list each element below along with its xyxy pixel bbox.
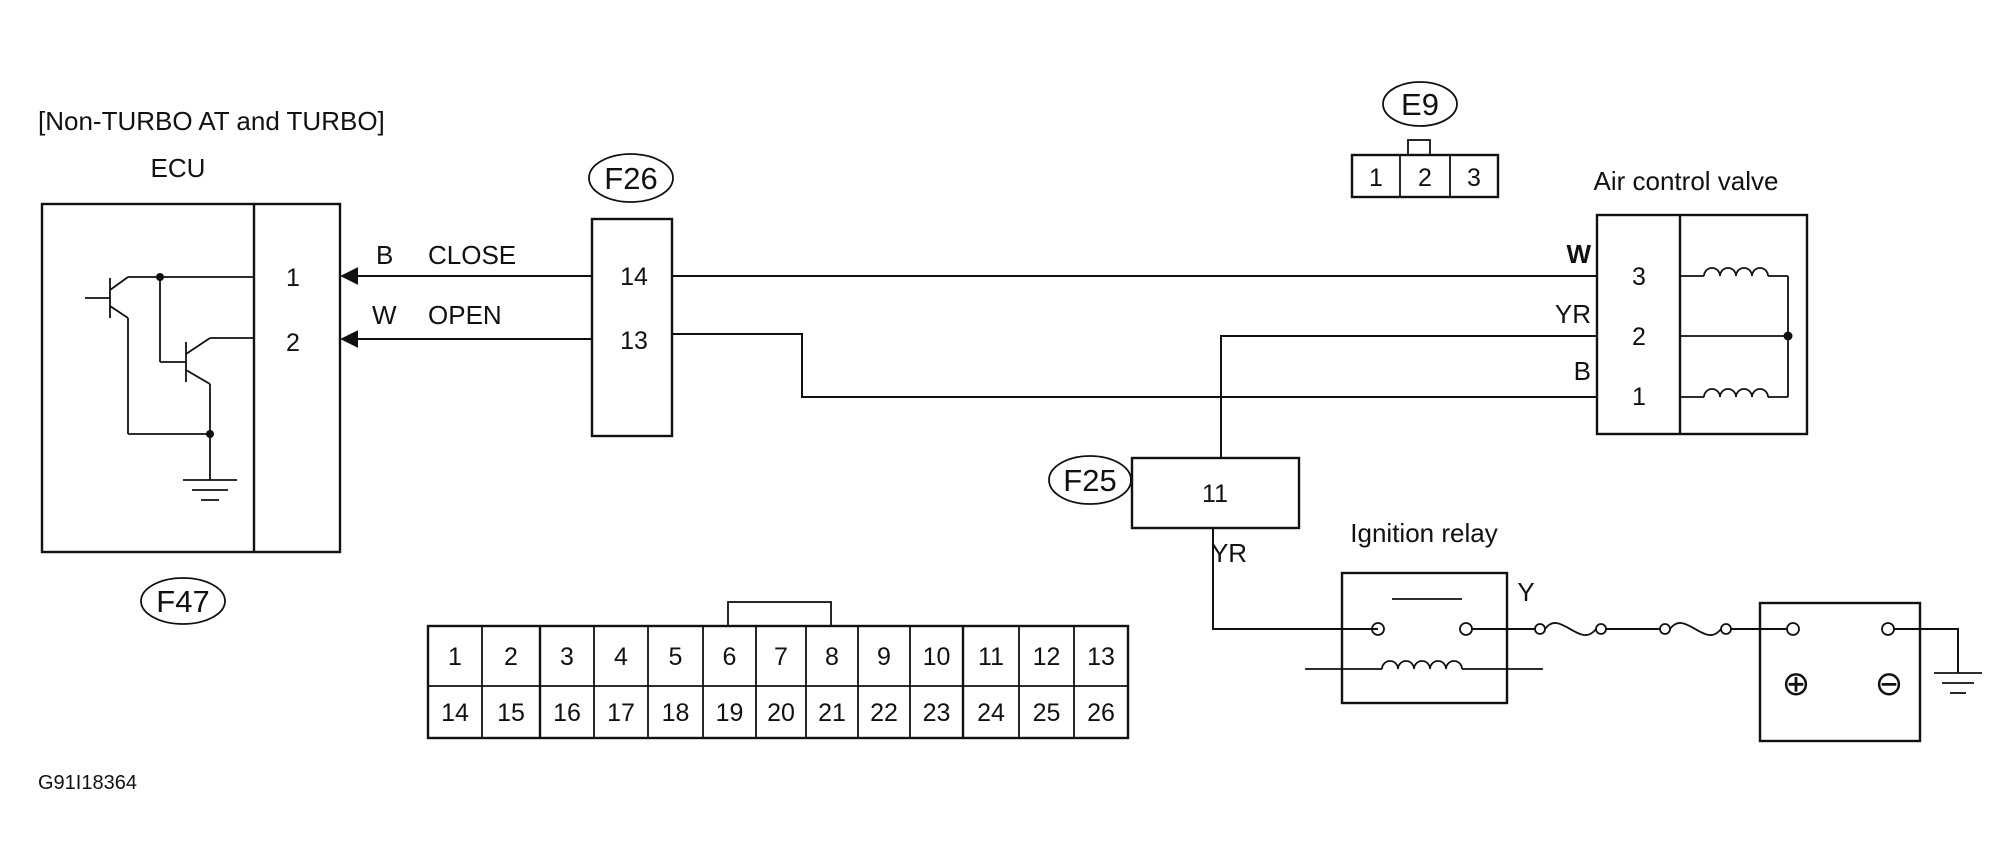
valve-pin-2: 2 bbox=[1632, 323, 1646, 351]
connector-26pin-cell-6: 6 bbox=[723, 643, 737, 671]
battery-ground-icon bbox=[1894, 628, 1982, 694]
f25-tag-label: F25 bbox=[1063, 463, 1116, 498]
connector-26pin-cell-22: 22 bbox=[870, 699, 898, 727]
connector-26pin-cell-7: 7 bbox=[774, 643, 788, 671]
connector-26pin-cell-8: 8 bbox=[825, 643, 839, 671]
connector-26pin-cell-3: 3 bbox=[560, 643, 574, 671]
ecu-pin-2: 2 bbox=[286, 329, 300, 357]
connector-f26: F26 14 13 bbox=[588, 153, 674, 438]
ignition-relay: Ignition relay Y bbox=[1305, 518, 1543, 705]
variant-label: [Non-TURBO AT and TURBO] bbox=[38, 106, 385, 136]
valve-title: Air control valve bbox=[1594, 166, 1779, 196]
open-wire-color: W bbox=[372, 300, 397, 330]
valve-wire-color-1: B bbox=[1574, 356, 1591, 386]
battery-positive-icon: ⊕ bbox=[1782, 665, 1811, 703]
f26-pin-14: 14 bbox=[620, 263, 648, 291]
connector-26pin-cell-21: 21 bbox=[818, 699, 846, 727]
f25-wire-color: YR bbox=[1211, 538, 1247, 568]
ecu-pin-1: 1 bbox=[286, 264, 300, 292]
connector-26pin-cell-1: 1 bbox=[448, 643, 462, 671]
connector-26pin-cell-15: 15 bbox=[497, 699, 525, 727]
battery: ⊕ ⊖ bbox=[1758, 601, 1922, 743]
valve-harness-wires: W YR B bbox=[672, 239, 1597, 458]
connector-26pin-cell-12: 12 bbox=[1033, 643, 1061, 671]
connector-26pin-cell-19: 19 bbox=[716, 699, 744, 727]
connector-26pin-cell-11: 11 bbox=[978, 643, 1004, 671]
relay-feed-wire bbox=[1212, 528, 1378, 630]
connector-26pin-cell-10: 10 bbox=[923, 643, 951, 671]
battery-negative-icon: ⊖ bbox=[1875, 665, 1904, 703]
figure-code: G91I18364 bbox=[38, 772, 137, 794]
connector-26pin-cell-4: 4 bbox=[614, 643, 628, 671]
valve-wire-color-2: YR bbox=[1555, 299, 1591, 329]
e9-tag-label: E9 bbox=[1401, 87, 1439, 122]
connector-26pin-cell-17: 17 bbox=[607, 699, 635, 727]
connector-26pin-cell-13: 13 bbox=[1087, 643, 1115, 671]
e9-pin-2: 2 bbox=[1418, 164, 1432, 192]
close-wire-color: B bbox=[376, 240, 393, 270]
connector-26pin-cell-20: 20 bbox=[767, 699, 795, 727]
connector-e9: E9 1 2 3 bbox=[1350, 81, 1500, 199]
f25-pin-11: 11 bbox=[1202, 480, 1228, 508]
connector-26pin-cell-23: 23 bbox=[923, 699, 951, 727]
valve-coil-icon bbox=[1680, 267, 1793, 398]
valve-pin-1: 1 bbox=[1632, 383, 1646, 411]
connector-26pin-cell-26: 26 bbox=[1087, 699, 1115, 727]
ecu-signal-wires: B CLOSE W OPEN bbox=[340, 240, 592, 348]
f47-tag: F47 bbox=[140, 577, 226, 625]
relay-title: Ignition relay bbox=[1350, 518, 1497, 548]
valve-wire-color-3: W bbox=[1566, 239, 1591, 269]
e9-pin-1: 1 bbox=[1369, 164, 1383, 192]
ecu-title: ECU bbox=[151, 153, 206, 183]
close-signal-label: CLOSE bbox=[428, 240, 516, 270]
ecu-ground-icon bbox=[183, 479, 237, 501]
e9-pin-3: 3 bbox=[1467, 164, 1481, 192]
f47-tag-label: F47 bbox=[156, 584, 209, 619]
relay-output-wire-color: Y bbox=[1517, 577, 1534, 607]
connector-26pin-cell-24: 24 bbox=[977, 699, 1005, 727]
f26-tag-label: F26 bbox=[604, 161, 657, 196]
valve-pin-3: 3 bbox=[1632, 263, 1646, 291]
connector-26pin-cell-14: 14 bbox=[441, 699, 469, 727]
air-control-valve: Air control valve 3 2 1 bbox=[1594, 166, 1809, 436]
connector-26pin-cell-5: 5 bbox=[669, 643, 683, 671]
connector-26pin-cell-16: 16 bbox=[553, 699, 581, 727]
fuse-chain-icon bbox=[1472, 622, 1787, 636]
transistor-circuit-icon bbox=[85, 273, 254, 480]
connector-26pin-cell-18: 18 bbox=[662, 699, 690, 727]
connector-26pin-cell-2: 2 bbox=[504, 643, 518, 671]
f26-pin-13: 13 bbox=[620, 327, 648, 355]
connector-f25: F25 11 YR bbox=[1048, 455, 1301, 568]
ecu-unit: ECU 1 2 bbox=[40, 153, 342, 625]
connector-26pin-cell-25: 25 bbox=[1033, 699, 1061, 727]
open-signal-label: OPEN bbox=[428, 300, 502, 330]
connector-26pin-cell-9: 9 bbox=[877, 643, 891, 671]
